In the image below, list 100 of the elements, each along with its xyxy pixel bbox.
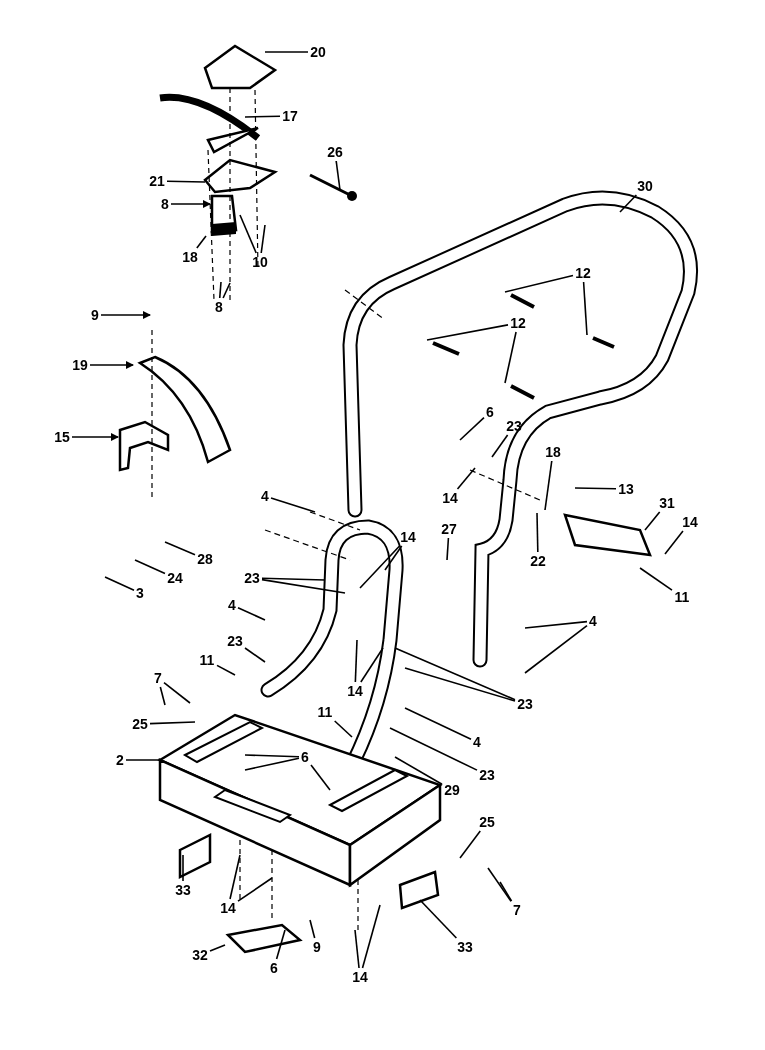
callout-number: 32 xyxy=(190,946,210,964)
leader-line xyxy=(163,681,191,704)
callout-number: 29 xyxy=(442,781,462,799)
callout-number: 14 xyxy=(345,682,365,700)
callout-number: 33 xyxy=(455,938,475,956)
leader-line xyxy=(574,487,617,490)
leader-line xyxy=(404,667,516,702)
leader-line xyxy=(164,541,196,556)
leader-line xyxy=(244,115,281,118)
leader-line xyxy=(261,577,326,581)
leader-line xyxy=(244,647,266,663)
leader-line xyxy=(170,200,211,208)
callout-number: 25 xyxy=(477,813,497,831)
callout-number: 6 xyxy=(268,959,280,977)
callout-number: 17 xyxy=(280,107,300,125)
leader-line xyxy=(209,944,226,952)
leader-line xyxy=(582,281,588,336)
leader-line xyxy=(244,754,300,758)
leader-line xyxy=(270,497,316,513)
leader-line xyxy=(309,919,316,939)
callout-number: 20 xyxy=(308,43,328,61)
leader-line xyxy=(229,854,241,900)
leader-line xyxy=(404,707,472,740)
leader-line xyxy=(196,235,207,249)
leader-line xyxy=(354,929,360,969)
callout-number: 4 xyxy=(259,487,271,505)
callout-number: 13 xyxy=(616,480,636,498)
leader-line xyxy=(335,160,341,191)
leader-line xyxy=(149,721,196,725)
leader-line xyxy=(354,639,358,683)
callout-number: 30 xyxy=(635,177,655,195)
callout-number: 2 xyxy=(114,751,126,769)
callout-number: 12 xyxy=(508,314,528,332)
callout-number: 14 xyxy=(440,489,460,507)
leader-line xyxy=(216,664,236,676)
leader-line xyxy=(619,194,638,213)
leader-line xyxy=(644,511,661,531)
callout-number: 21 xyxy=(147,172,167,190)
callout-number: 4 xyxy=(226,596,238,614)
callout-number: 28 xyxy=(195,550,215,568)
callout-number: 14 xyxy=(398,528,418,546)
leader-line xyxy=(134,559,166,575)
callout-number: 4 xyxy=(471,733,483,751)
leader-line xyxy=(264,51,309,53)
leader-line xyxy=(639,567,673,591)
leader-line xyxy=(446,537,450,561)
leader-line xyxy=(394,756,443,785)
callout-number: 7 xyxy=(511,901,523,919)
callout-number: 9 xyxy=(311,938,323,956)
callout-number: 23 xyxy=(242,569,262,587)
leader-line xyxy=(125,759,161,761)
callout-number: 8 xyxy=(159,195,171,213)
leader-line xyxy=(456,467,476,490)
leader-line xyxy=(544,460,553,511)
leader-line xyxy=(310,764,331,791)
leader-line xyxy=(166,180,206,183)
callout-number: 23 xyxy=(225,632,245,650)
leader-line xyxy=(361,904,381,969)
leader-line xyxy=(359,545,401,589)
leader-line xyxy=(384,545,403,571)
leader-line xyxy=(536,512,539,553)
callout-number: 6 xyxy=(299,748,311,766)
leader-line xyxy=(524,624,588,674)
callout-number: 3 xyxy=(134,584,146,602)
leader-line xyxy=(239,214,257,254)
callout-number: 10 xyxy=(250,253,270,271)
callout-number: 19 xyxy=(70,356,90,374)
leader-line xyxy=(491,434,509,458)
callout-number: 14 xyxy=(680,513,700,531)
leader-line xyxy=(333,720,353,738)
leader-line xyxy=(71,433,119,441)
leader-line xyxy=(275,929,286,960)
leader-line xyxy=(104,576,135,592)
leader-line xyxy=(499,881,513,902)
callout-number: 23 xyxy=(515,695,535,713)
leader-line xyxy=(261,578,346,594)
callout-number: 24 xyxy=(165,569,185,587)
callout-number: 12 xyxy=(573,264,593,282)
leader-line xyxy=(222,282,231,299)
callout-number: 4 xyxy=(587,612,599,630)
callout-number: 31 xyxy=(657,494,677,512)
leader-line xyxy=(426,324,509,341)
callout-number: 25 xyxy=(130,715,150,733)
callout-number: 15 xyxy=(52,428,72,446)
leader-line xyxy=(389,727,478,771)
callout-number: 18 xyxy=(543,443,563,461)
leader-line xyxy=(218,281,222,299)
callout-number: 22 xyxy=(528,552,548,570)
callout-number: 6 xyxy=(484,403,496,421)
leader-line xyxy=(100,311,151,319)
callout-number: 11 xyxy=(315,703,335,721)
callout-number: 14 xyxy=(350,968,370,986)
callout-number: 14 xyxy=(218,899,238,917)
callout-number: 18 xyxy=(180,248,200,266)
callout-number: 26 xyxy=(325,143,345,161)
leader-line xyxy=(89,361,134,369)
leader-line xyxy=(244,757,300,771)
leader-line xyxy=(487,867,512,903)
leader-line xyxy=(360,647,384,683)
callout-number: 11 xyxy=(197,651,217,669)
